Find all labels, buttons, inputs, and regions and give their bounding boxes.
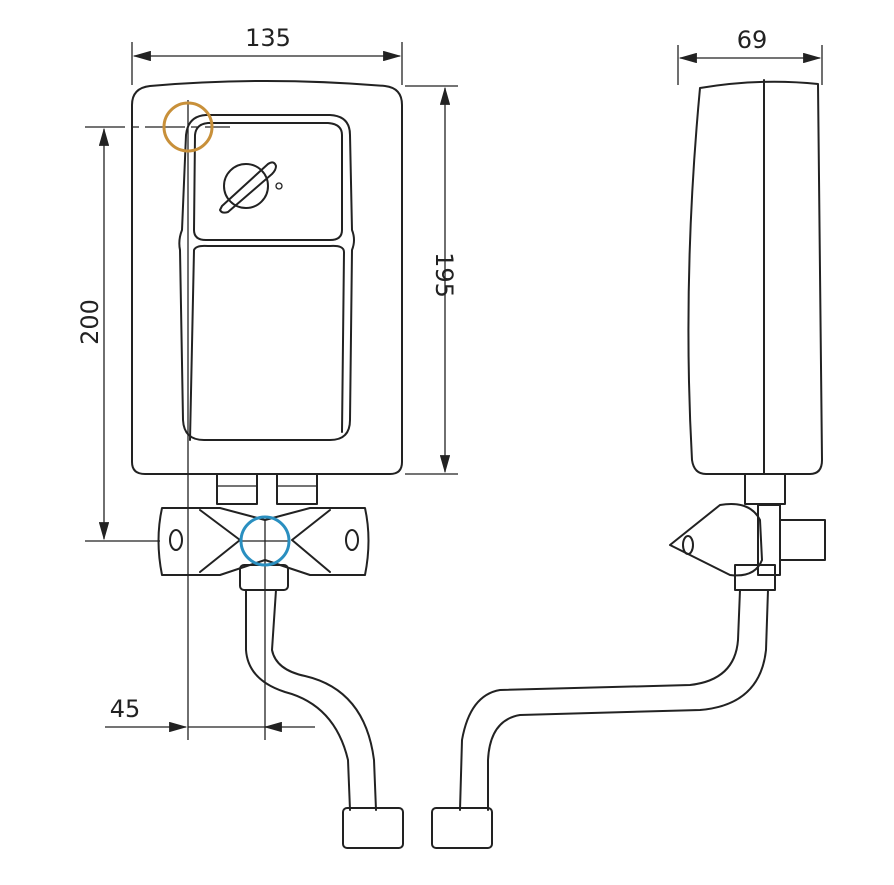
dim-depth: 69 [737, 26, 768, 54]
marker-top [162, 101, 214, 153]
dim-height-body: 195 [430, 252, 458, 298]
side-view [431, 79, 826, 849]
dim-height-mount: 200 [76, 299, 104, 345]
logo-icon [219, 161, 283, 214]
front-view [131, 80, 404, 849]
dim-offset: 45 [110, 695, 141, 723]
dim-width: 135 [245, 24, 291, 52]
marker-bottom [239, 515, 291, 567]
dimension-lines: 135 69 195 200 45 [76, 24, 823, 740]
